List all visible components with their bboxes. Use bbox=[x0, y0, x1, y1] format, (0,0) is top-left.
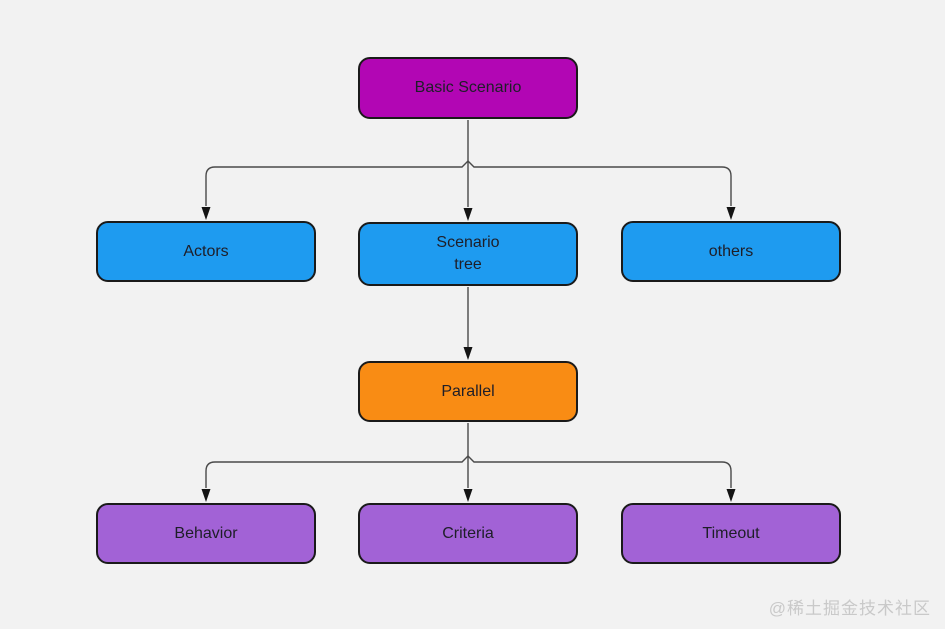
edge-parallel-branch-rail bbox=[205, 455, 732, 488]
arrowhead-to-others bbox=[726, 207, 736, 220]
arrowhead-to-criteria bbox=[463, 489, 473, 502]
node-others: others bbox=[621, 221, 841, 282]
edge-basic-branch-rail bbox=[205, 160, 732, 206]
node-actors: Actors bbox=[96, 221, 316, 282]
node-parallel: Parallel bbox=[358, 361, 578, 422]
node-parallel-label: Parallel bbox=[441, 382, 495, 400]
arrowhead-to-timeout bbox=[726, 489, 736, 502]
arrowhead-to-behavior bbox=[201, 489, 211, 502]
node-actors-label: Actors bbox=[183, 242, 229, 260]
node-criteria-label: Criteria bbox=[442, 524, 494, 542]
node-behavior: Behavior bbox=[96, 503, 316, 564]
arrowhead-to-scenario-tree bbox=[463, 208, 473, 221]
node-timeout-label: Timeout bbox=[702, 524, 760, 542]
arrowhead-to-parallel bbox=[463, 347, 473, 360]
node-basic-scenario-label: Basic Scenario bbox=[414, 79, 522, 97]
node-timeout: Timeout bbox=[621, 503, 841, 564]
node-others-label: others bbox=[708, 242, 754, 260]
node-criteria: Criteria bbox=[358, 503, 578, 564]
node-behavior-label: Behavior bbox=[174, 524, 238, 542]
watermark: @稀土掘金技术社区 bbox=[768, 599, 931, 618]
node-scenario-tree-label: Scenario tree bbox=[436, 234, 500, 273]
node-scenario-tree: Scenario tree bbox=[358, 222, 578, 286]
node-basic-scenario: Basic Scenario bbox=[358, 57, 578, 119]
arrowhead-to-actors bbox=[201, 207, 211, 220]
